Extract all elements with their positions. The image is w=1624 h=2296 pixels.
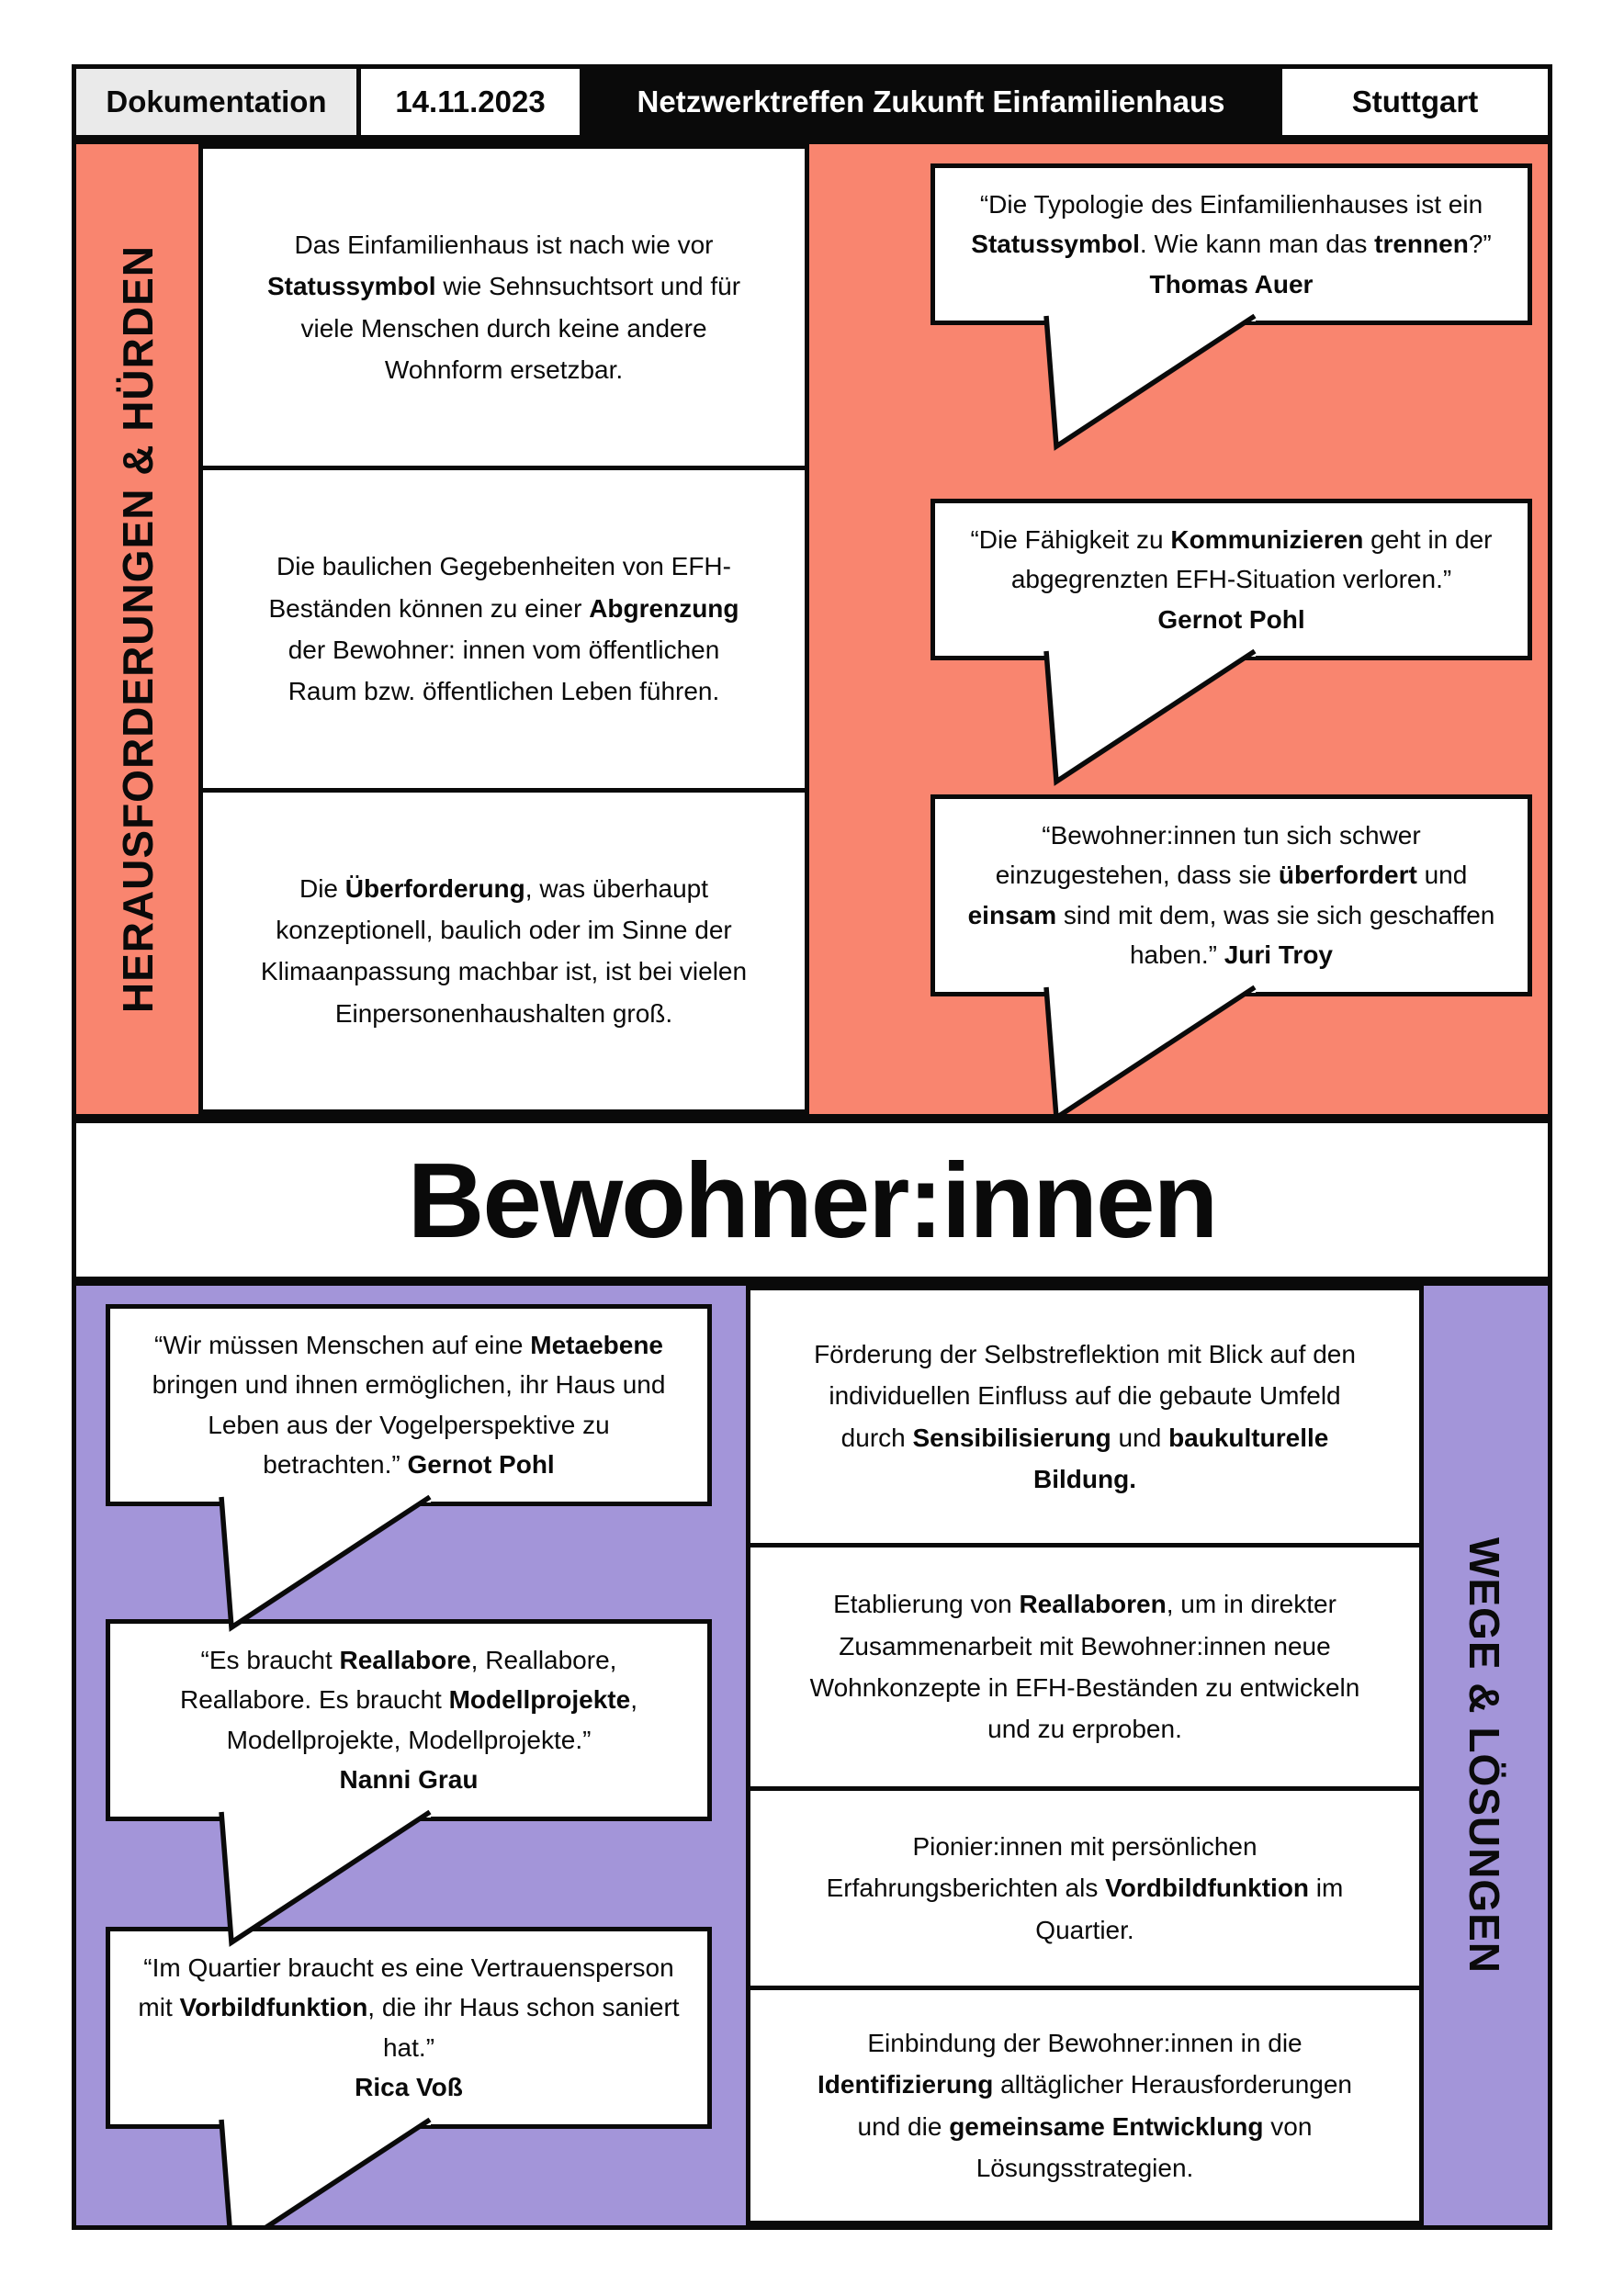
challenge-statement-3: Die Überforderung, was überhaupt konzept… bbox=[198, 787, 809, 1114]
solution-statement-4: Einbindung der Bewohner:innen in die Ide… bbox=[746, 1986, 1424, 2225]
statement-text: Förderung der Selbstreflektion mit Blick… bbox=[814, 1339, 1356, 1493]
quote-text: “Es braucht Reallabore, Reallabore, Real… bbox=[106, 1619, 712, 1821]
quote-text: “Die Fähigkeit zu Kommunizieren geht in … bbox=[930, 499, 1532, 661]
challenges-label-text: HERAUSFORDERUNGEN & HÜRDEN bbox=[113, 244, 162, 1014]
challenges-quotes-column: “Die Typologie des Einfamilienhauses ist… bbox=[930, 144, 1532, 1114]
page-title: Bewohner:innen bbox=[407, 1140, 1219, 1260]
section-challenges: HERAUSFORDERUNGEN & HÜRDEN Das Einfamili… bbox=[72, 140, 1552, 1119]
header-doc-label: Dokumentation bbox=[76, 69, 361, 135]
divider-band: Bewohner:innen bbox=[72, 1119, 1552, 1281]
statement-text: Einbindung der Bewohner:innen in die Ide… bbox=[817, 2028, 1352, 2182]
documentation-poster: Dokumentation 14.11.2023 Netzwerktreffen… bbox=[72, 64, 1552, 2230]
quote-text: “Im Quartier braucht es eine Vertrauensp… bbox=[106, 1927, 712, 2129]
solution-statement-3: Pionier:innen mit persönlichen Erfahrung… bbox=[746, 1786, 1424, 1990]
challenges-statements-column: Das Einfamilienhaus ist nach wie vor Sta… bbox=[198, 144, 809, 1114]
solutions-quotes-column: “Wir müssen Menschen auf eine Metaebene … bbox=[106, 1286, 712, 2225]
statement-text: Die Überforderung, was überhaupt konzept… bbox=[260, 873, 748, 1028]
statement-text: Etablierung von Reallaboren, um in direk… bbox=[809, 1590, 1360, 1744]
solutions-vertical-label: WEGE & LÖSUNGEN bbox=[1421, 1286, 1548, 2225]
quote-text: “Die Typologie des Einfamilienhauses ist… bbox=[930, 163, 1532, 326]
quote-text: “Wir müssen Menschen auf eine Metaebene … bbox=[106, 1304, 712, 1506]
speech-bubble-tail-icon bbox=[219, 2117, 432, 2225]
solutions-label-text: WEGE & LÖSUNGEN bbox=[1460, 1536, 1508, 1975]
speech-bubble-tail-icon bbox=[219, 1494, 432, 1632]
section-solutions: “Wir müssen Menschen auf eine Metaebene … bbox=[72, 1281, 1552, 2230]
speech-bubble-gernot-pohl: “Die Fähigkeit zu Kommunizieren geht in … bbox=[930, 499, 1532, 787]
speech-bubble-tail-icon bbox=[1043, 985, 1257, 1114]
speech-bubble-tail-icon bbox=[1043, 648, 1257, 787]
challenges-vertical-label: HERAUSFORDERUNGEN & HÜRDEN bbox=[76, 144, 198, 1114]
challenge-statement-1: Das Einfamilienhaus ist nach wie vor Sta… bbox=[198, 144, 809, 471]
header-event-title: Netzwerktreffen Zukunft Einfamilienhaus bbox=[584, 69, 1282, 135]
solutions-statements-column: Förderung der Selbstreflektion mit Blick… bbox=[746, 1286, 1424, 2225]
statement-text: Pionier:innen mit persönlichen Erfahrung… bbox=[826, 1831, 1344, 1944]
speech-bubble-rica-voss: “Im Quartier braucht es eine Vertrauensp… bbox=[106, 1927, 712, 2225]
speech-bubble-juri-troy: “Bewohner:innen tun sich schwer einzuges… bbox=[930, 794, 1532, 1114]
solution-statement-1: Förderung der Selbstreflektion mit Blick… bbox=[746, 1286, 1424, 1548]
speech-bubble-tail-icon bbox=[219, 1809, 432, 1947]
challenge-statement-2: Die baulichen Gegebenheiten von EFH-Best… bbox=[198, 466, 809, 793]
solution-statement-2: Etablierung von Reallaboren, um in direk… bbox=[746, 1543, 1424, 1791]
statement-text: Das Einfamilienhaus ist nach wie vor Sta… bbox=[266, 230, 741, 385]
header-location: Stuttgart bbox=[1282, 69, 1548, 135]
speech-bubble-thomas-auer: “Die Typologie des Einfamilienhauses ist… bbox=[930, 163, 1532, 452]
quote-text: “Bewohner:innen tun sich schwer einzuges… bbox=[930, 794, 1532, 996]
speech-bubble-gernot-pohl-2: “Wir müssen Menschen auf eine Metaebene … bbox=[106, 1304, 712, 1632]
header-date: 14.11.2023 bbox=[361, 69, 584, 135]
statement-text: Die baulichen Gegebenheiten von EFH-Best… bbox=[268, 552, 739, 706]
header-bar: Dokumentation 14.11.2023 Netzwerktreffen… bbox=[72, 64, 1552, 140]
speech-bubble-nanni-grau: “Es braucht Reallabore, Reallabore, Real… bbox=[106, 1619, 712, 1947]
speech-bubble-tail-icon bbox=[1043, 313, 1257, 452]
